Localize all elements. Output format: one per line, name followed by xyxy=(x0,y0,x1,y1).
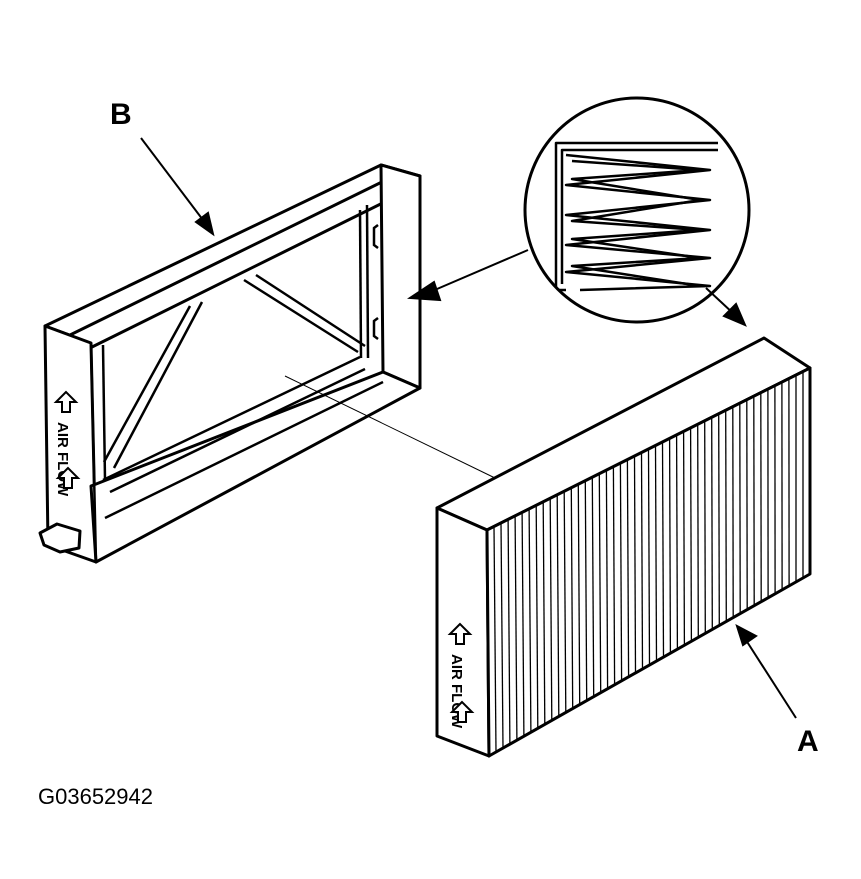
pleat-line xyxy=(704,420,706,634)
pleat-line xyxy=(697,424,699,638)
arrow-icon xyxy=(194,211,215,237)
pleat-line xyxy=(598,473,602,693)
figure-id-label: G03652942 xyxy=(38,784,153,809)
arrow-up-icon xyxy=(449,700,475,723)
arrow-icon xyxy=(722,302,747,327)
pleat-line xyxy=(535,505,539,729)
arrow-up-icon xyxy=(55,466,81,489)
pleat-line xyxy=(661,441,665,658)
pleat-line xyxy=(626,459,630,677)
arrow-up-icon xyxy=(447,622,473,645)
pleat-line xyxy=(577,484,581,705)
callout-a-label: A xyxy=(797,725,819,758)
housing-inner-lines xyxy=(89,204,384,563)
pleat-zigzag xyxy=(564,153,712,292)
leader-arrows xyxy=(140,137,797,719)
pleat-line xyxy=(500,522,504,749)
housing-right-wall xyxy=(379,163,422,390)
arrow-icon xyxy=(406,280,442,302)
alignment-line xyxy=(284,375,496,479)
pleat-line xyxy=(612,466,616,685)
pleat-line xyxy=(718,413,720,626)
filter-housing xyxy=(38,163,422,564)
housing-airflow-marking: AIR FLOW xyxy=(53,390,81,497)
pleat-line xyxy=(668,438,672,654)
arrow-icon xyxy=(735,623,758,647)
pleat-line xyxy=(647,448,651,666)
housing-tab xyxy=(38,522,82,554)
pleat-line xyxy=(711,417,713,630)
pleat-detail-magnifier xyxy=(523,96,751,324)
housing-bottom-rail xyxy=(89,370,422,564)
filter-airflow-marking: AIR FLOW xyxy=(447,622,475,729)
pleat-line xyxy=(633,455,637,673)
pleat-line xyxy=(605,470,609,689)
pleat-line xyxy=(521,512,525,737)
callout-b-label: B xyxy=(110,98,132,131)
pleat-line xyxy=(493,526,497,753)
arrow-up-icon xyxy=(53,390,79,413)
pleat-line xyxy=(570,487,574,709)
pleat-line xyxy=(507,519,511,745)
pleat-line xyxy=(682,431,686,646)
pleat-line xyxy=(654,445,658,662)
pleat-line xyxy=(549,498,553,721)
pleat-line xyxy=(689,427,693,642)
pleat-line xyxy=(563,491,567,713)
pleat-line xyxy=(640,452,644,670)
pleat-line xyxy=(675,434,679,650)
pleat-line xyxy=(584,480,588,701)
pleat-line xyxy=(725,410,727,622)
pleat-line xyxy=(514,515,518,741)
filter-pleats xyxy=(493,371,804,753)
pleat-line xyxy=(591,477,595,697)
pleat-line xyxy=(556,494,560,717)
pleat-line xyxy=(528,508,532,733)
pleat-line xyxy=(542,501,546,725)
pleat-line xyxy=(619,463,623,681)
